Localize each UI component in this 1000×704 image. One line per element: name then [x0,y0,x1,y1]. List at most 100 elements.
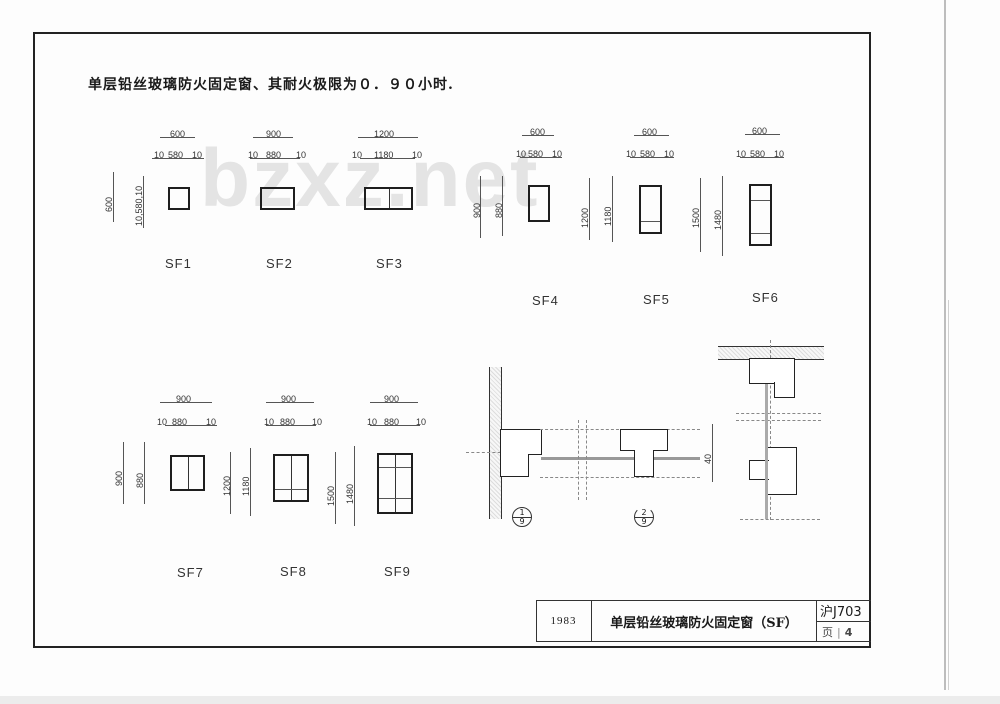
break-line [586,420,587,500]
dim-height-mid: 1480 [713,209,723,230]
break-line [736,413,821,414]
dim-width-right: 10 [552,149,563,159]
section-number: 2 [641,507,647,517]
page-number: 4 [844,625,853,639]
dim-width-right: 10 [774,149,785,159]
drawing-frame [33,32,871,648]
dim-width-mid: 580 [640,149,656,159]
transom [379,467,411,468]
dim-height-mid: 880 [494,202,504,218]
dim-height-total: 900 [114,470,124,486]
dim-height-parts: 10,580,10 [134,185,144,226]
section-sheet: 9 [641,516,647,526]
glass-pane [654,457,700,460]
dim-line [630,157,674,158]
dim-width-total: 900 [384,394,400,404]
frame-profile-2-stem [634,450,654,477]
section-divider [513,516,531,518]
dim-width-mid: 880 [384,417,400,427]
dim-width-total: 600 [642,127,658,137]
title-block-code: 沪J703 [817,600,871,622]
mullion [188,457,189,489]
window-label: SF8 [280,564,307,579]
title-block-title: 单层铅丝玻璃防火固定窗（SF） [592,600,817,642]
dim-line [502,176,503,236]
dim-line [253,137,293,138]
dim-height-total: 900 [472,202,482,218]
break-line [578,420,579,500]
center-line [466,452,506,453]
dim-height-total: 1500 [691,207,701,228]
dim-width-right: 10 [312,417,323,427]
dim-line [230,452,231,514]
dim-width-left: 10 [154,150,165,160]
dim-line [165,425,217,426]
dim-width-right: 10 [296,150,307,160]
page-separator: | [837,625,841,639]
dim-line [143,176,144,228]
head-profile [749,358,795,384]
glass-pane [765,384,768,519]
bottom-band [0,696,1000,704]
extension-line [540,477,700,478]
dim-height-total: 1500 [326,485,336,506]
dim-line [113,172,114,222]
dim-width-left: 10 [367,417,378,427]
dim-line [712,424,713,482]
section-sheet: 9 [519,516,525,526]
dim-width-right: 10 [416,417,427,427]
dim-line [612,176,613,242]
dim-height-mid: 1180 [603,206,613,226]
glass-pane [541,457,591,460]
dim-width-mid: 880 [172,417,188,427]
center-line [770,340,771,520]
dim-line [634,135,669,136]
dim-line [520,157,562,158]
window-label: SF5 [643,292,670,307]
dim-width-right: 10 [192,150,203,160]
page-edge [944,0,946,690]
window-label: SF7 [177,565,204,580]
dim-line [589,178,590,240]
dim-height-total: 1200 [580,207,590,228]
dim-width-right: 10 [664,149,675,159]
dim-line [160,402,212,403]
window-label: SF2 [266,256,293,271]
window-label: SF1 [165,256,192,271]
dim-line [360,158,415,159]
dim-line [700,178,701,252]
dim-line [123,442,124,504]
dim-width-mid: 580 [168,150,184,160]
section-mark-2: 2 9 [634,507,654,527]
dim-height-total: 1200 [222,475,232,496]
profile-edge [528,454,542,455]
dim-line [250,158,300,159]
title-block [536,600,871,642]
head-profile-lip [774,382,795,398]
window-elevation [528,185,550,222]
window-elevation [749,184,772,246]
dim-line [740,157,784,158]
section-mark-1: 1 9 [512,507,532,527]
dim-line [370,402,418,403]
dim-line [480,176,481,238]
dim-line [354,446,355,526]
dim-width-right: 10 [412,150,423,160]
transom [751,233,770,234]
window-label: SF4 [532,293,559,308]
dim-line [722,176,723,256]
profile-notch [528,454,544,478]
glass-pane [588,457,634,460]
window-label: SF9 [384,564,411,579]
dim-width-left: 10 [516,149,527,159]
detail-dimension: 40 [703,453,713,464]
mullion [389,189,390,208]
drawing-heading: 单层铅丝玻璃防火固定窗、其耐火极限为０．９０小时. [88,77,454,93]
dim-width-total: 600 [170,129,186,139]
dim-width-left: 10 [157,417,168,427]
sill-profile-lip [749,460,769,480]
dim-width-mid: 580 [750,149,766,159]
watermark: bzxz.net [200,133,540,224]
dim-width-left: 10 [352,150,363,160]
dim-width-total: 600 [530,127,546,137]
